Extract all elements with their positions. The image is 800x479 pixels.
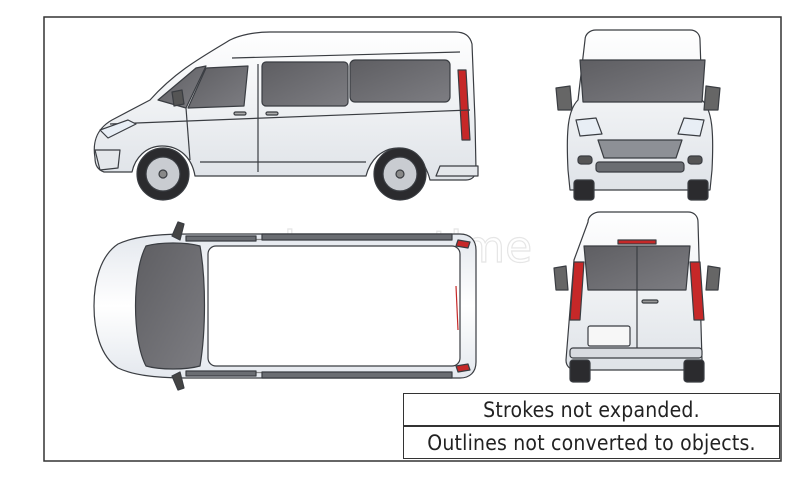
rear-bumper <box>569 347 703 359</box>
rear-tire-left <box>569 359 591 383</box>
side-door-handle-front <box>233 111 247 116</box>
top-mirror-right <box>171 371 185 391</box>
side-door-line-front <box>185 107 191 161</box>
van-side-view <box>93 31 479 201</box>
side-rear-bumper <box>435 165 479 177</box>
side-belt-line <box>109 109 471 125</box>
side-door-handle-slide <box>265 111 279 116</box>
top-taillight-left <box>455 239 471 249</box>
rear-mirror-right <box>705 265 721 291</box>
side-roof-line <box>231 51 461 59</box>
rear-handle <box>641 299 659 304</box>
rear-brake-light <box>617 239 657 245</box>
side-mirror <box>171 89 185 107</box>
front-tire-left <box>573 179 595 201</box>
rear-tire-right <box>683 359 705 383</box>
front-fog-left <box>577 155 593 165</box>
top-trim-left-a <box>185 235 257 242</box>
side-front-bumper <box>94 149 121 171</box>
top-taillight-right <box>455 363 471 373</box>
front-fog-right <box>687 155 703 165</box>
front-tire-right <box>687 179 709 201</box>
rear-plate <box>587 325 631 347</box>
front-mirror-left <box>555 85 573 111</box>
rear-taillight-right <box>689 261 705 321</box>
top-windshield <box>134 242 206 370</box>
top-trim-right-b <box>261 371 453 379</box>
side-front-hub <box>158 169 168 179</box>
side-taillight <box>457 69 471 141</box>
top-roof-panel <box>207 245 461 367</box>
side-rear-hub <box>395 169 405 179</box>
note-strokes: Strokes not expanded. <box>403 393 780 426</box>
side-window-rear <box>349 59 451 103</box>
top-trim-right-a <box>185 370 257 377</box>
top-trim-left-b <box>261 233 453 241</box>
rear-taillight-left <box>569 261 585 321</box>
drawing-frame <box>43 16 782 462</box>
rear-mirror-left <box>553 265 569 291</box>
top-rear-edge <box>455 285 459 331</box>
top-mirror-left <box>171 221 185 241</box>
front-grille <box>597 139 683 159</box>
front-windshield <box>579 59 706 103</box>
rear-body <box>565 211 703 371</box>
van-front-view <box>555 29 721 201</box>
side-window-middle <box>261 61 349 107</box>
front-headlight-left <box>575 117 603 137</box>
van-rear-view <box>553 211 721 383</box>
side-front-window <box>187 65 249 109</box>
van-top-view <box>93 221 477 391</box>
note-outlines: Outlines not converted to objects. <box>403 426 780 459</box>
side-headlight <box>99 119 137 139</box>
front-mirror-right <box>703 85 721 111</box>
front-headlight-right <box>677 117 705 137</box>
front-lower-intake <box>595 161 685 173</box>
